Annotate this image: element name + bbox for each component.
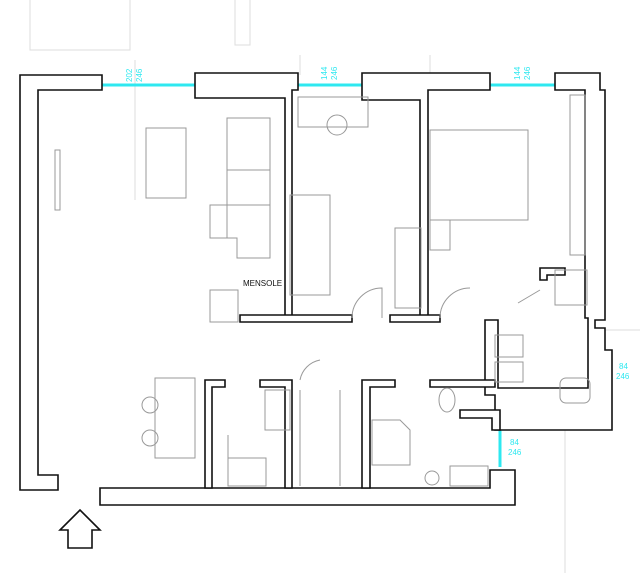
dim-height: 246 [616, 372, 630, 381]
wardrobe-bedroom [569, 94, 586, 256]
wall-top-right [484, 72, 613, 431]
chair [141, 429, 159, 447]
context-lines [29, 0, 640, 573]
kitchen-counter [264, 389, 291, 431]
toilet [494, 361, 524, 383]
toilet-2 [438, 387, 456, 413]
stove [227, 457, 267, 487]
label-shelves: MENSOLE [243, 279, 282, 288]
dim-width: 144 [320, 66, 329, 80]
bathtub [449, 465, 489, 487]
radiator [54, 149, 61, 211]
desk [297, 96, 369, 128]
dim-height: 246 [330, 66, 339, 80]
shower-bath [554, 269, 588, 306]
dining-table [154, 377, 196, 459]
dim-height: 246 [135, 68, 144, 82]
wall-bottom [99, 469, 516, 506]
shower-2 [371, 419, 411, 466]
dim-width: 144 [513, 66, 522, 80]
dimension-labels: 202 246 144 246 144 246 84 246 84 246 [125, 66, 630, 457]
dim-width: 202 [125, 68, 134, 82]
wall-shower [539, 267, 566, 281]
wall-bath-left [361, 379, 396, 489]
furniture [54, 94, 591, 487]
doors [299, 287, 541, 381]
door-kitchen [299, 359, 321, 381]
sofa [209, 117, 271, 259]
bidet [494, 334, 524, 358]
wall-kitchen-right [259, 379, 293, 489]
door-bath [517, 289, 541, 304]
washing-machine [424, 470, 440, 486]
dim-height: 246 [523, 66, 532, 80]
desk-chair [326, 114, 348, 136]
chair [141, 396, 159, 414]
coffee-table [145, 127, 187, 199]
door-study [351, 287, 383, 319]
nightstand [429, 219, 451, 251]
cabinet [209, 289, 239, 323]
wall-bath-mid [429, 379, 496, 388]
wall-kitchen-left [204, 379, 226, 489]
shelves-bedroom [394, 227, 422, 309]
dim-width: 84 [510, 438, 519, 447]
counters [227, 390, 341, 486]
wall-living-partition [239, 314, 353, 323]
entrance-arrow-icon [58, 508, 102, 549]
walls [19, 72, 613, 506]
dim-width: 84 [619, 362, 628, 371]
bed [429, 129, 529, 221]
wall-top-2 [361, 72, 491, 321]
dim-height: 246 [508, 448, 522, 457]
wall-laundry [459, 409, 501, 431]
sink [559, 377, 591, 404]
door-bedroom [439, 287, 471, 319]
wall-bedroom-partition [389, 314, 441, 323]
wall-outer-left [19, 74, 103, 491]
wardrobe-study [289, 194, 331, 296]
